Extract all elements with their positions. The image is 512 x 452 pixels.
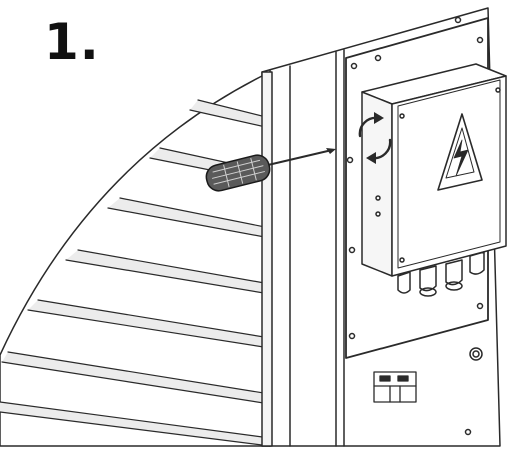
fan-shutter xyxy=(0,71,273,447)
breaker-switch xyxy=(373,371,417,403)
round-button xyxy=(469,347,483,361)
screwdriver-icon xyxy=(205,148,336,192)
step-number: 1. xyxy=(44,13,100,71)
rotate-arrows-icon xyxy=(358,112,392,164)
cable-glands xyxy=(397,251,485,297)
junction-box xyxy=(361,63,507,297)
electrical-hazard-icon xyxy=(437,113,483,191)
